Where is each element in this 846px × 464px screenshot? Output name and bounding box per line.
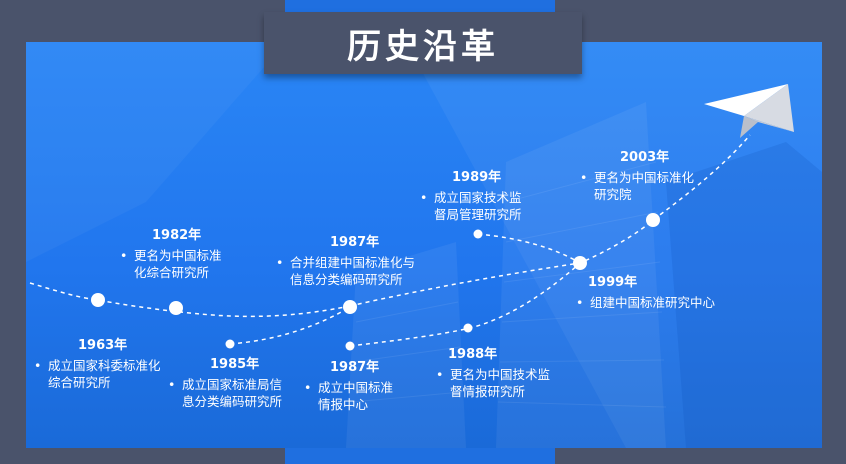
event-text: 情报中心 [318,397,369,412]
event-1985: 1985年 • 成立国家标准局信 息分类编码研究所 [168,353,282,410]
bullet: • [34,358,42,373]
node-1999 [573,256,587,270]
event-year: 1982年 [152,228,202,243]
bullet: • [576,295,584,310]
event-year: 1988年 [448,347,498,362]
bullet: • [420,190,428,205]
event-1988: 1988年 • 更名为中国技术监 督情报研究所 [436,343,550,400]
top-accent-stripe [285,0,555,14]
event-text: 成立中国标准 [318,380,394,395]
event-year: 1963年 [78,338,128,353]
node-1987a [343,300,357,314]
route-segment-1989 [477,233,581,264]
title-banner: 历史沿革 [264,12,582,74]
node-1987b [345,341,355,351]
node-1963 [91,293,105,307]
event-text: 更名为中国标准化 [594,170,695,185]
event-text: 研究院 [594,187,632,202]
event-1989: 1989年 • 成立国家技术监 督局管理研究所 [420,166,522,223]
event-text: 成立国家技术监 [434,190,522,205]
event-year: 1987年 [330,235,380,250]
event-1987a: 1987年 • 合并组建中国标准化与 信息分类编码研究所 [276,231,415,288]
event-text: 化综合研究所 [134,265,210,280]
event-text: 更名为中国标准 [134,248,222,263]
building-background [26,42,822,448]
node-1989 [473,229,483,239]
bullet: • [304,380,312,395]
bottom-accent-stripe [285,448,555,464]
event-text: 成立国家标准局信 [182,377,283,392]
node-1982 [169,301,183,315]
bullet: • [120,248,128,263]
node-1988 [463,323,473,333]
event-text: 综合研究所 [48,375,111,390]
event-1999: 1999年 • 组建中国标准研究中心 [576,271,715,311]
route-segment-main [29,282,351,318]
event-text: 信息分类编码研究所 [290,272,403,287]
node-2003 [646,213,660,227]
event-year: 1985年 [210,357,260,372]
event-text: 组建中国标准研究中心 [590,295,716,310]
bullet: • [168,377,176,392]
route-segment-1985 [229,306,351,345]
event-1963: 1963年 • 成立国家科委标准化 综合研究所 [34,334,161,391]
page-title: 历史沿革 [347,26,499,67]
event-text: 更名为中国技术监 [450,367,551,382]
content-panel [26,42,822,448]
bullet: • [580,170,588,185]
event-year: 1999年 [588,275,638,290]
paper-plane-icon [704,84,794,138]
event-text: 成立国家科委标准化 [48,358,161,373]
event-year: 1989年 [452,170,502,185]
event-text: 息分类编码研究所 [182,394,283,409]
event-1987b: 1987年 • 成立中国标准 情报中心 [304,356,393,413]
event-2003: 2003年 • 更名为中国标准化 研究院 [580,146,694,203]
event-year: 2003年 [620,150,670,165]
bullet: • [436,367,444,382]
route-segment-upper [349,134,751,307]
event-text: 合并组建中国标准化与 [290,255,416,270]
bullet: • [276,255,284,270]
node-1985 [225,339,235,349]
event-1982: 1982年 • 更名为中国标准 化综合研究所 [120,224,222,281]
event-year: 1987年 [330,360,380,375]
event-text: 督局管理研究所 [434,207,522,222]
event-text: 督情报研究所 [450,384,526,399]
